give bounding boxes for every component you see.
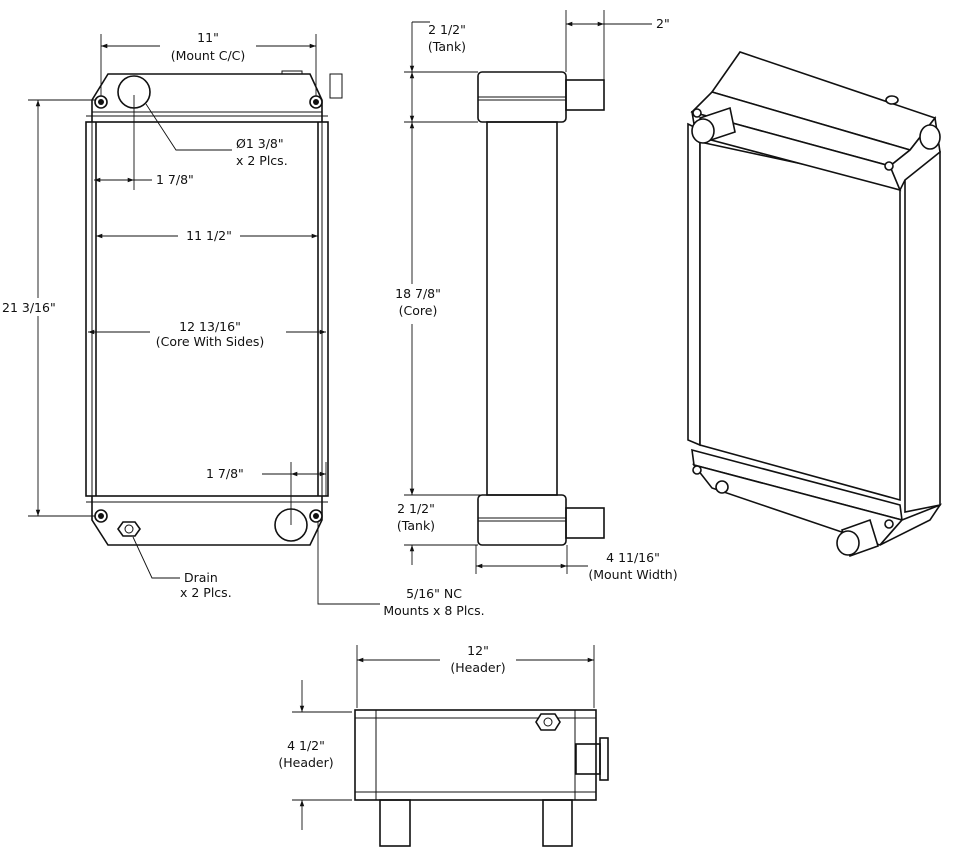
iso-inlet-icon — [691, 118, 715, 144]
dim-core-height: 18 7/8" — [395, 286, 441, 301]
iso-core — [699, 141, 901, 502]
side-core — [486, 121, 558, 496]
mounts-label: Mounts x 8 Plcs. — [383, 603, 484, 618]
mounts-size: 5/16" NC — [406, 586, 462, 601]
core — [85, 121, 329, 497]
dim-core-with-sides-label: (Core With Sides) — [156, 334, 265, 349]
isometric-view — [687, 51, 943, 558]
dim-core-with-sides: 12 13/16" — [179, 319, 241, 334]
dim-bottom-tank: 2 1/2" — [397, 501, 435, 516]
dim-top-tank-label: (Tank) — [428, 39, 466, 54]
drain-qty: x 2 Plcs. — [180, 585, 232, 600]
dim-mount-width: 4 11/16" — [606, 550, 660, 565]
dim-header-width: 4 1/2" — [287, 738, 325, 753]
dim-bottom-tank-label: (Tank) — [397, 518, 435, 533]
dim-mount-cc-label: (Mount C/C) — [171, 48, 246, 63]
dim-mount-cc: 11" — [197, 30, 219, 45]
dim-overall-height: 21 3/16" — [2, 300, 56, 315]
dim-outlet-offset: 1 7/8" — [206, 466, 244, 481]
dim-pipe-length: 2" — [656, 16, 670, 31]
dim-header-width-label: (Header) — [278, 755, 333, 770]
front-view: 11" (Mount C/C) 21 3/16" Ø1 3/8" x 2 Plc… — [0, 28, 485, 618]
dim-inlet-offset: 1 7/8" — [156, 172, 194, 187]
bottom-drain-nut-icon — [535, 713, 561, 731]
dim-mount-width-label: (Mount Width) — [588, 567, 677, 582]
bottom-view: 12" (Header) 4 1/2" (Header) — [278, 642, 609, 847]
iso-outlet-icon — [836, 530, 860, 556]
dim-header-length-label: (Header) — [450, 660, 505, 675]
dim-inlet-dia: Ø1 3/8" — [236, 136, 284, 151]
dim-core-width: 11 1/2" — [186, 228, 232, 243]
mount-bolt-icons — [94, 95, 323, 523]
drain-plug-icon — [117, 521, 141, 537]
side-view: 2 1/2" (Tank) 2" 18 7/8" (Core) 2 1/2" (… — [392, 10, 678, 582]
dim-header-length: 12" — [467, 643, 489, 658]
dim-inlet-qty: x 2 Plcs. — [236, 153, 288, 168]
dim-core-height-label: (Core) — [399, 303, 438, 318]
drain-label: Drain — [184, 570, 218, 585]
dim-top-tank: 2 1/2" — [428, 22, 466, 37]
